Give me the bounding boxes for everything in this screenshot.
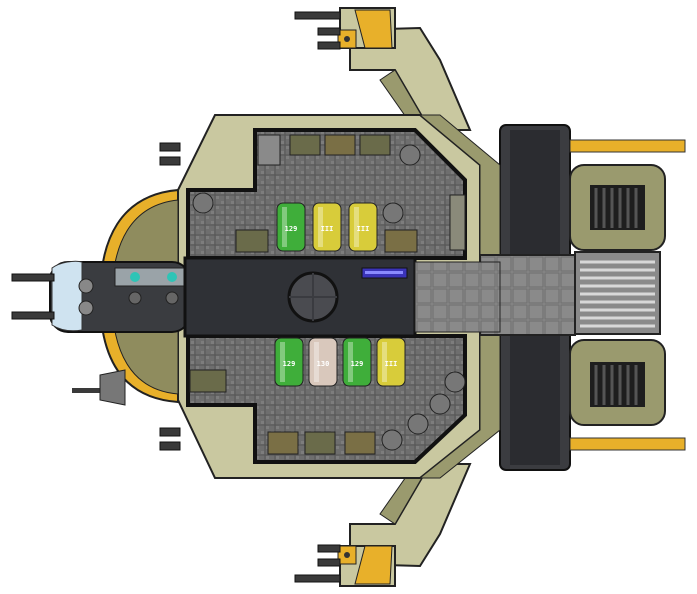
cargo-barrel: 129	[276, 202, 306, 252]
cargo-barrel: 130	[308, 337, 338, 387]
cargo-barrel: III	[376, 337, 406, 387]
engine-vent	[574, 251, 661, 335]
barrel-shine	[382, 342, 387, 382]
barrel-label: III	[357, 225, 370, 233]
barrel-label: 130	[317, 360, 330, 368]
upper-wing-guns	[294, 11, 341, 50]
barrel-shine	[354, 207, 359, 247]
barrel-body	[376, 337, 406, 387]
barrel-label: 129	[285, 225, 298, 233]
central-corridor	[183, 256, 501, 338]
engine-upper	[499, 124, 686, 266]
barrel-shine	[318, 207, 323, 247]
barrel-label: III	[385, 360, 398, 368]
cargo-barrel: 129	[274, 337, 304, 387]
barrel-body	[348, 202, 378, 252]
barrel-shine	[280, 342, 285, 382]
cargo-barrel: III	[348, 202, 378, 252]
cargo-barrel: III	[312, 202, 342, 252]
barrel-shine	[314, 342, 319, 382]
cargo-upper-group: 129 III III	[276, 202, 378, 252]
nose-guns	[11, 142, 181, 451]
barrel-body	[312, 202, 342, 252]
engine-lower	[499, 329, 686, 471]
lower-wing-guns	[294, 544, 341, 583]
upper-wing	[337, 7, 472, 131]
cargo-barrel: 129	[342, 337, 372, 387]
barrel-body	[276, 202, 306, 252]
cargo-lower-group: 129 130 129 III	[274, 337, 406, 387]
barrel-shine	[348, 342, 353, 382]
cockpit-icon	[78, 267, 191, 316]
barrel-label: III	[321, 225, 334, 233]
barrel-shine	[282, 207, 287, 247]
barrel-label: 129	[351, 360, 364, 368]
barrel-label: 129	[283, 360, 296, 368]
upper-deck	[186, 128, 467, 260]
lower-wing	[337, 463, 472, 587]
barrel-body	[274, 337, 304, 387]
barrel-body	[342, 337, 372, 387]
barrel-body	[308, 337, 338, 387]
